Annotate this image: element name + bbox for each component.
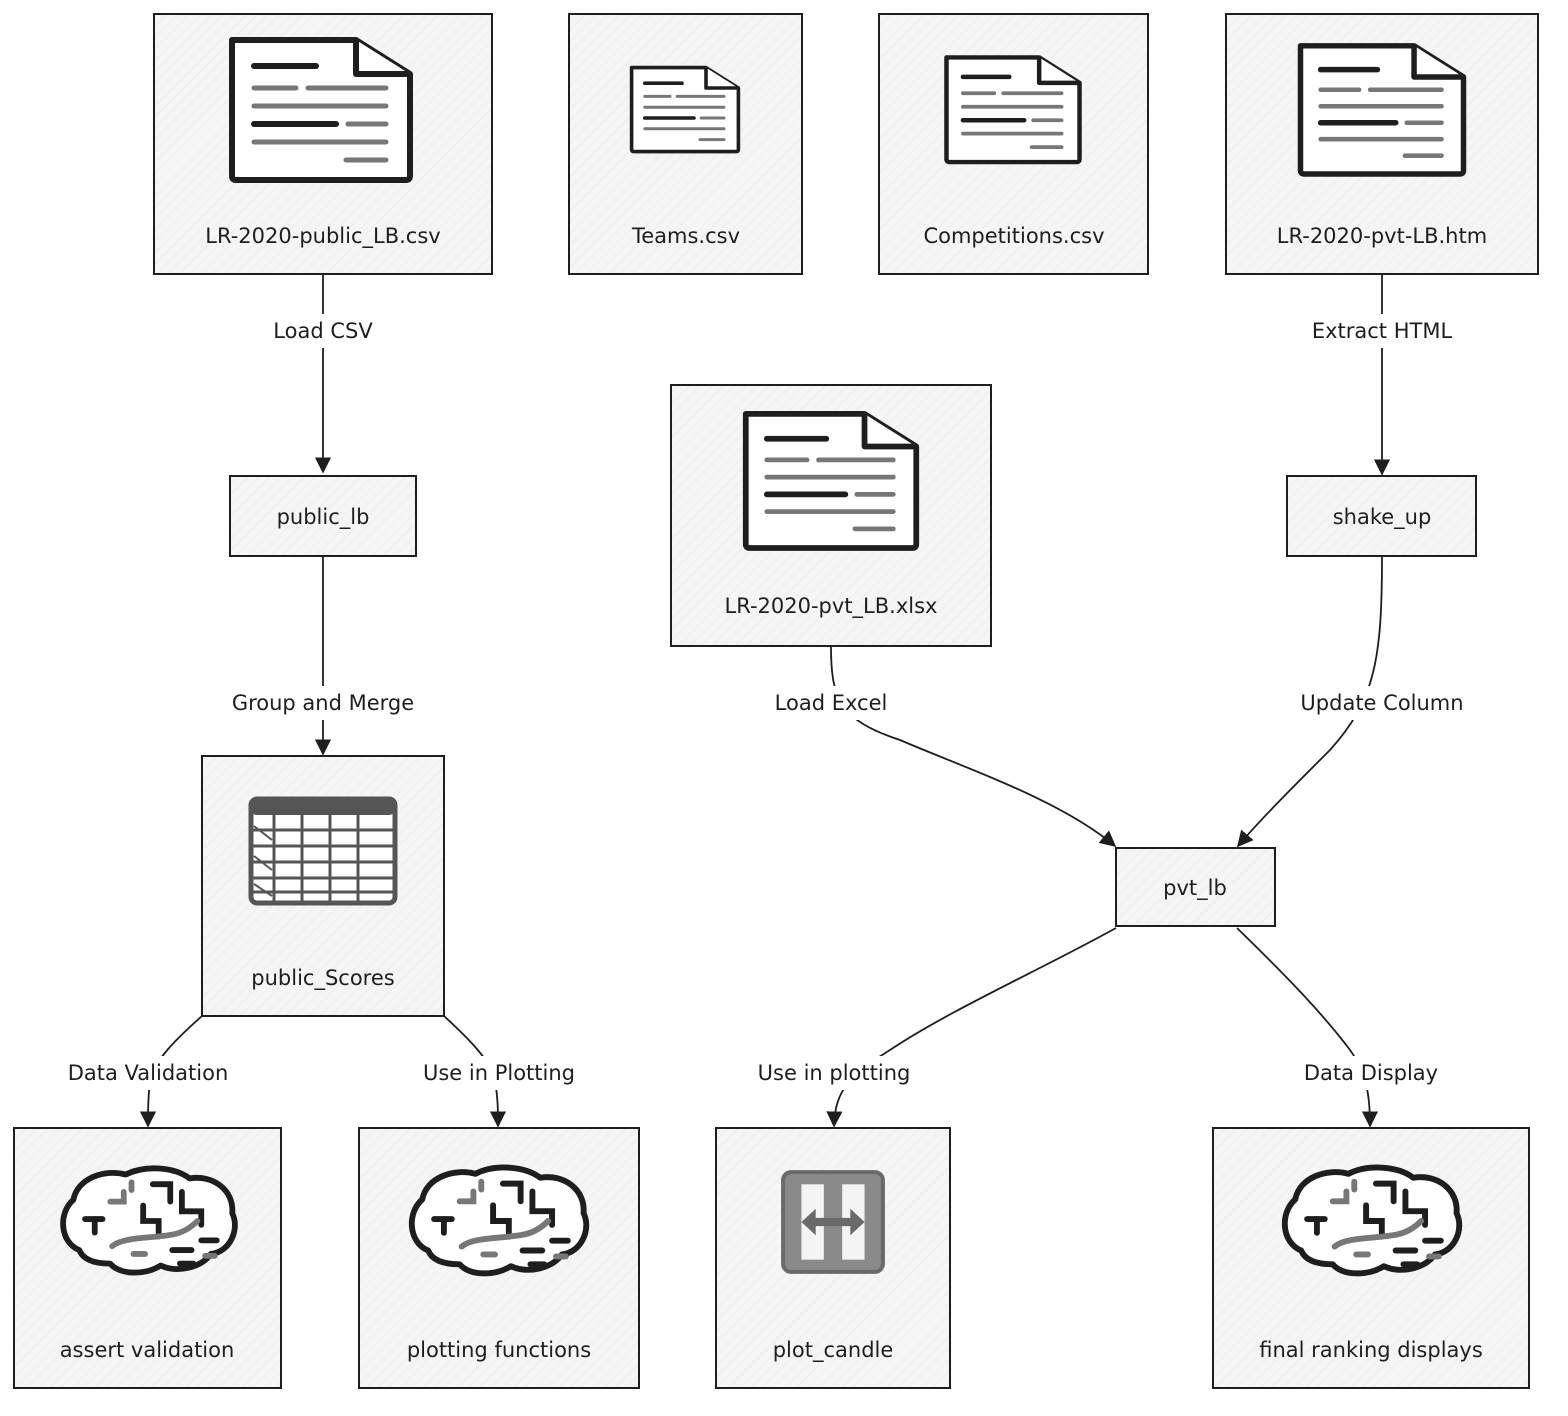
document-icon xyxy=(746,414,917,548)
node-pvt-lb-htm[interactable]: LR-2020-pvt-LB.htm xyxy=(1225,13,1539,275)
node-label-public-lb-csv: LR-2020-public_LB.csv xyxy=(205,224,440,249)
node-label-plotting-functions: plotting functions xyxy=(407,1338,591,1362)
node-label-final-ranking: final ranking displays xyxy=(1259,1338,1483,1362)
node-competitions-csv[interactable]: Competitions.csv xyxy=(878,13,1149,275)
edge-label-group-merge: Group and Merge xyxy=(232,691,414,715)
node-pvt-lb[interactable]: pvt_lb xyxy=(1115,847,1276,927)
node-label-assert-validation: assert validation xyxy=(60,1338,235,1362)
node-label-public-scores: public_Scores xyxy=(251,966,394,991)
node-final-ranking[interactable]: final ranking displays xyxy=(1212,1127,1530,1389)
edge-label-use-in-plotting-lower: Use in plotting xyxy=(758,1061,911,1085)
edge-data-display xyxy=(1236,927,1379,1128)
node-plotting-functions[interactable]: plotting functions xyxy=(358,1127,640,1389)
node-public-lb[interactable]: public_lb xyxy=(229,475,417,557)
brain-icon xyxy=(63,1168,235,1272)
edge-label-extract-html: Extract HTML xyxy=(1312,319,1453,343)
edge-label-data-display: Data Display xyxy=(1304,1061,1438,1085)
edge-label-load-csv: Load CSV xyxy=(273,319,373,343)
node-assert-validation[interactable]: assert validation xyxy=(13,1127,282,1389)
node-public-scores[interactable]: public_Scores xyxy=(201,755,445,1017)
document-icon xyxy=(946,57,1079,162)
node-pvt-lb-xlsx[interactable]: LR-2020-pvt_LB.xlsx xyxy=(670,384,992,647)
edge-labels: Load CSV Extract HTML Group and Merge Lo… xyxy=(58,314,1468,1090)
node-plot-candle[interactable]: plot_candle xyxy=(715,1127,951,1389)
edge-label-load-excel: Load Excel xyxy=(775,691,888,715)
edge-load-excel xyxy=(830,645,1117,848)
node-label-teams-csv: Teams.csv xyxy=(631,224,740,248)
edge-update-column xyxy=(1236,555,1383,848)
node-label-pvt-lb-xlsx: LR-2020-pvt_LB.xlsx xyxy=(725,594,938,619)
edge-use-in-plotting-lower xyxy=(826,927,1117,1128)
document-icon xyxy=(232,40,410,180)
node-teams-csv[interactable]: Teams.csv xyxy=(568,13,803,275)
brain-icon xyxy=(1285,1168,1459,1274)
edge-label-use-in-plotting: Use in Plotting xyxy=(423,1061,575,1085)
edge-label-update-column: Update Column xyxy=(1300,691,1463,715)
document-icon xyxy=(1300,46,1463,174)
document-icon xyxy=(632,68,739,152)
node-public-lb-csv[interactable]: LR-2020-public_LB.csv xyxy=(153,13,493,275)
node-label-shake-up: shake_up xyxy=(1333,505,1432,530)
node-label-public-lb: public_lb xyxy=(277,505,370,530)
node-label-pvt-lb: pvt_lb xyxy=(1163,876,1227,901)
node-label-pvt-lb-htm: LR-2020-pvt-LB.htm xyxy=(1277,224,1487,248)
edge-label-data-validation: Data Validation xyxy=(68,1061,229,1085)
node-label-plot-candle: plot_candle xyxy=(773,1338,894,1363)
resize-icon xyxy=(783,1172,883,1272)
node-shake-up[interactable]: shake_up xyxy=(1286,475,1477,557)
node-label-competitions-csv: Competitions.csv xyxy=(923,224,1104,248)
table-icon xyxy=(251,799,395,903)
brain-icon xyxy=(412,1168,586,1274)
